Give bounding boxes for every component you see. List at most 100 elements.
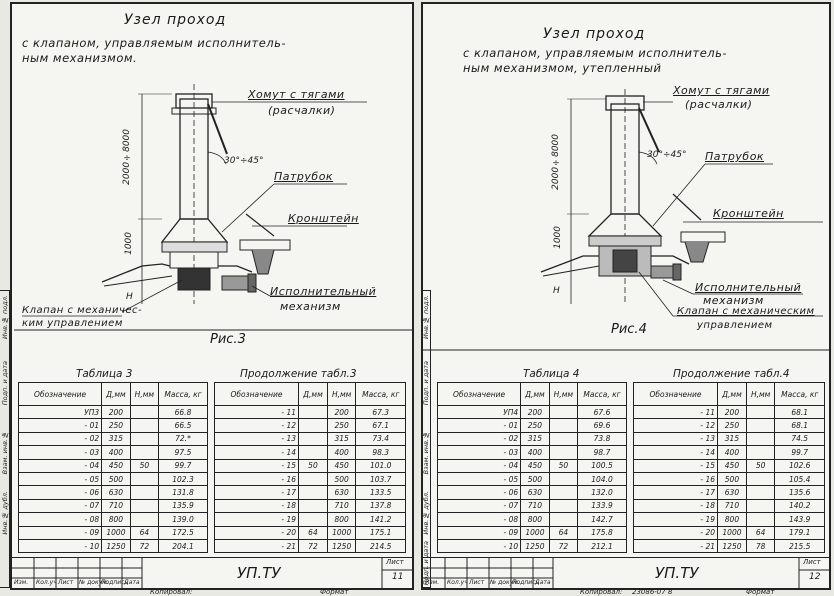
table-cell: - 16 — [632, 471, 719, 487]
table-cell: 250 — [717, 418, 747, 433]
table-cell — [745, 512, 776, 527]
table-cell: 64 — [548, 525, 578, 540]
table-cell: - 10 — [436, 538, 522, 554]
table-cell: 66.5 — [157, 418, 209, 433]
side-replace: Взам. инв.№ — [422, 431, 430, 475]
table-cell: - 06 — [17, 485, 103, 500]
table-header-cell: Д,мм — [717, 382, 747, 406]
table-cell: 175.8 — [576, 525, 628, 540]
table-cell: - 18 — [632, 498, 719, 514]
table-cell: - 11 — [632, 404, 719, 420]
stamp-col-doc: № докум. — [79, 579, 109, 586]
table-cell: 710 — [101, 498, 131, 514]
table-cell: - 10 — [17, 538, 103, 554]
table-cell: 800 — [326, 512, 357, 527]
sheet-subtitle-line-1: с клапаном, управляемым исполнитель- — [22, 36, 287, 50]
table-cell — [298, 485, 328, 500]
callout-actuator: Исполнительный — [695, 281, 802, 294]
callout-clamp-note: (расчалки) — [685, 98, 753, 111]
table-cell: 140.2 — [774, 498, 825, 514]
table-cell — [298, 445, 328, 460]
table-cell: 50 — [548, 458, 578, 473]
side-strip-right: Инв.№ подл. Подп. и дата Взам. инв.№ Инв… — [421, 290, 431, 588]
table-header-cell: Масса, кг — [576, 382, 628, 406]
sheet-title: Узел проход — [124, 12, 227, 28]
sheet-label: Лист — [803, 558, 821, 566]
table-cell: - 11 — [213, 404, 300, 420]
table-cell: 133.9 — [576, 498, 628, 514]
stamp-col-sign: Подпись — [512, 579, 539, 586]
table-cell: 102.3 — [157, 471, 209, 487]
table-cell: 133.5 — [355, 485, 406, 500]
table-cell: 68.1 — [774, 418, 825, 433]
stamp-col-change: Изм. — [425, 579, 440, 586]
table-cell: 400 — [101, 445, 131, 460]
table-cell: 50 — [298, 458, 328, 473]
table-cell: 66.8 — [157, 404, 209, 420]
table-cell — [129, 445, 159, 460]
table-header-cell: Обозначение — [632, 382, 719, 406]
table-cell: 1000 — [101, 525, 131, 540]
callout-clamp-note: (расчалки) — [268, 104, 336, 117]
table-cell — [745, 485, 776, 500]
table-cell: 98.3 — [355, 445, 406, 460]
table-cell: 500 — [326, 471, 357, 487]
table-cell: 1250 — [326, 538, 357, 554]
table-header-cell: Масса, кг — [774, 382, 825, 406]
table-cell — [129, 431, 159, 447]
dimension-1000: 1000 — [124, 232, 134, 255]
table-cell: 50 — [129, 458, 159, 473]
table-cell: 630 — [101, 485, 131, 500]
table-header-cell: Обозначение — [17, 382, 103, 406]
table-cell — [129, 512, 159, 527]
table-cell: 800 — [520, 512, 550, 527]
table-cell: 102.6 — [774, 458, 825, 473]
stamp-col-doc: № докум. — [490, 579, 520, 586]
table-cell: 175.1 — [355, 525, 406, 540]
drawing-figure-4 — [423, 89, 829, 351]
stamp-col-count: Кол.уч — [36, 579, 57, 586]
side-dup: Инв.№ дубл. — [1, 491, 9, 535]
table-cell: 400 — [326, 445, 357, 460]
table-cell: - 13 — [213, 431, 300, 447]
table-cell: 315 — [326, 431, 357, 447]
table-cell — [745, 498, 776, 514]
table-caption: Таблица 3 — [76, 368, 133, 380]
table-cell — [548, 512, 578, 527]
table-cell: - 14 — [632, 445, 719, 460]
side-sign-date: Подп. и дата — [1, 361, 9, 406]
table-cell: УП4 — [436, 404, 522, 420]
table-cell: 73.4 — [355, 431, 406, 447]
table-cell: 710 — [717, 498, 747, 514]
table-cell: - 07 — [436, 498, 522, 514]
dimension-height: 2000÷8000 — [122, 129, 132, 185]
drawing-sheet-left: Узел проход с клапаном, управляемым испо… — [10, 2, 414, 590]
table-cell — [129, 418, 159, 433]
table-cell: 141.2 — [355, 512, 406, 527]
callout-actuator: Исполнительный — [270, 285, 377, 298]
table-header-cell: Н,мм — [326, 382, 357, 406]
table-header-cell: Н,мм — [745, 382, 776, 406]
callout-pipe: Патрубок — [274, 170, 334, 183]
table-cell: 250 — [101, 418, 131, 433]
callout-clamp: Хомут с тягами — [673, 84, 770, 97]
table-cell: 72 — [298, 538, 328, 554]
table-cell: 142.7 — [576, 512, 628, 527]
